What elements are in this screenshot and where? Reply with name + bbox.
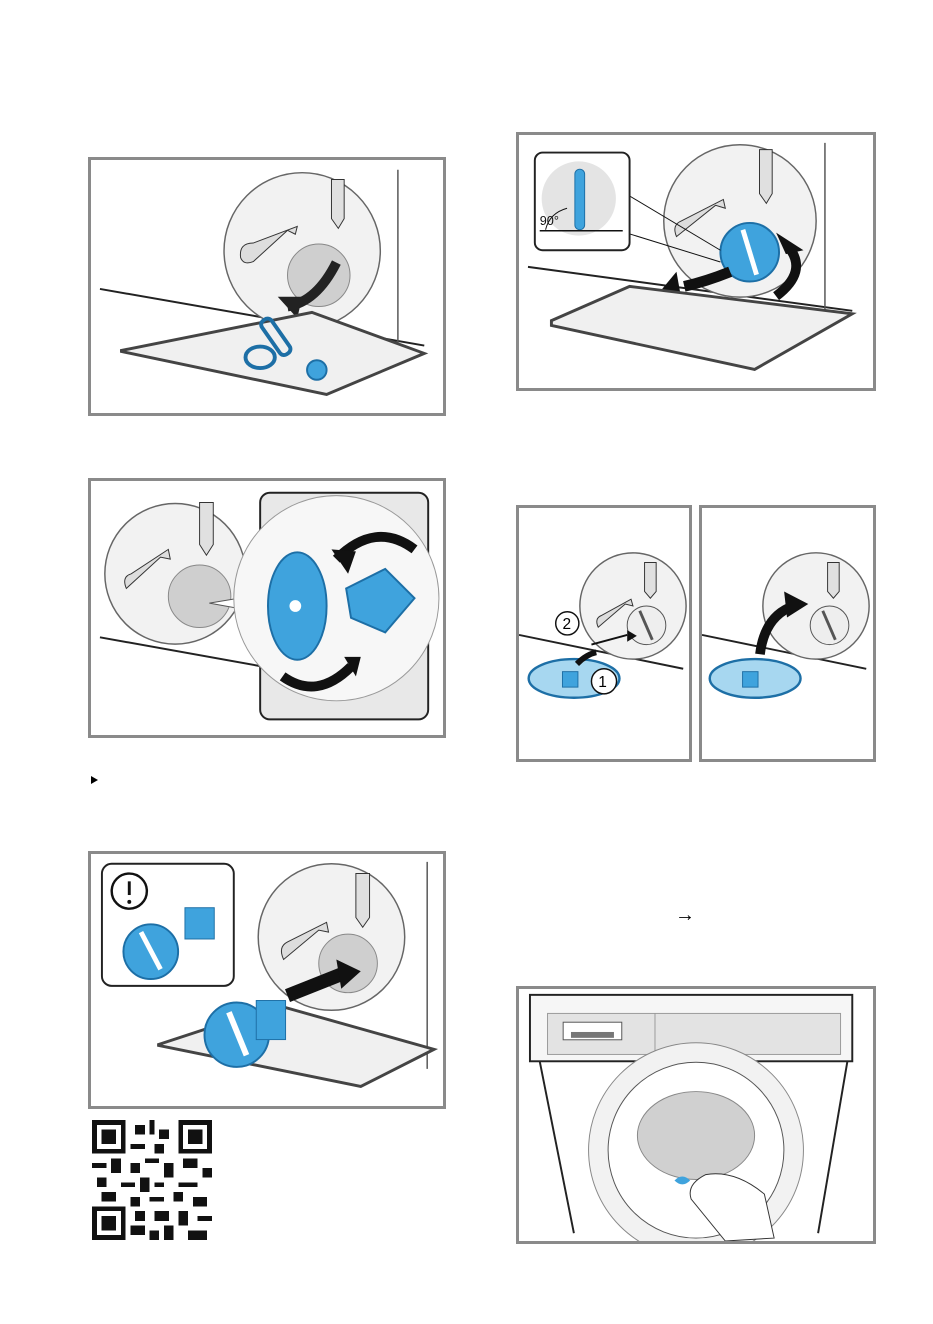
illustration-service-flap-opened (702, 508, 873, 759)
figure-insert-filter-cap (88, 851, 446, 1109)
figure-close-filter-cap: 90° (516, 132, 876, 391)
figure-attach-service-flap: 2 1 (516, 505, 692, 762)
figure-remove-foreign-objects (88, 157, 446, 416)
arrow-glyph: → (675, 904, 695, 927)
step-label-1: 1 (598, 674, 607, 691)
illustration-close-cap: 90° (519, 135, 873, 388)
step-label-2: 2 (562, 616, 571, 633)
figure-open-door (516, 986, 876, 1244)
illustration-service-flap: 2 1 (519, 508, 689, 759)
illustration-washing-machine (519, 989, 873, 1241)
illustration-filter-cap (91, 854, 443, 1106)
figure-turn-pump-impeller (88, 478, 446, 738)
illustration-foreign-objects (91, 160, 443, 413)
qr-code-icon (92, 1120, 212, 1240)
illustration-pump-impeller (91, 481, 443, 735)
bullet-icon (91, 776, 98, 784)
figure-service-flap-opened (699, 505, 876, 762)
angle-label: 90° (540, 214, 559, 228)
